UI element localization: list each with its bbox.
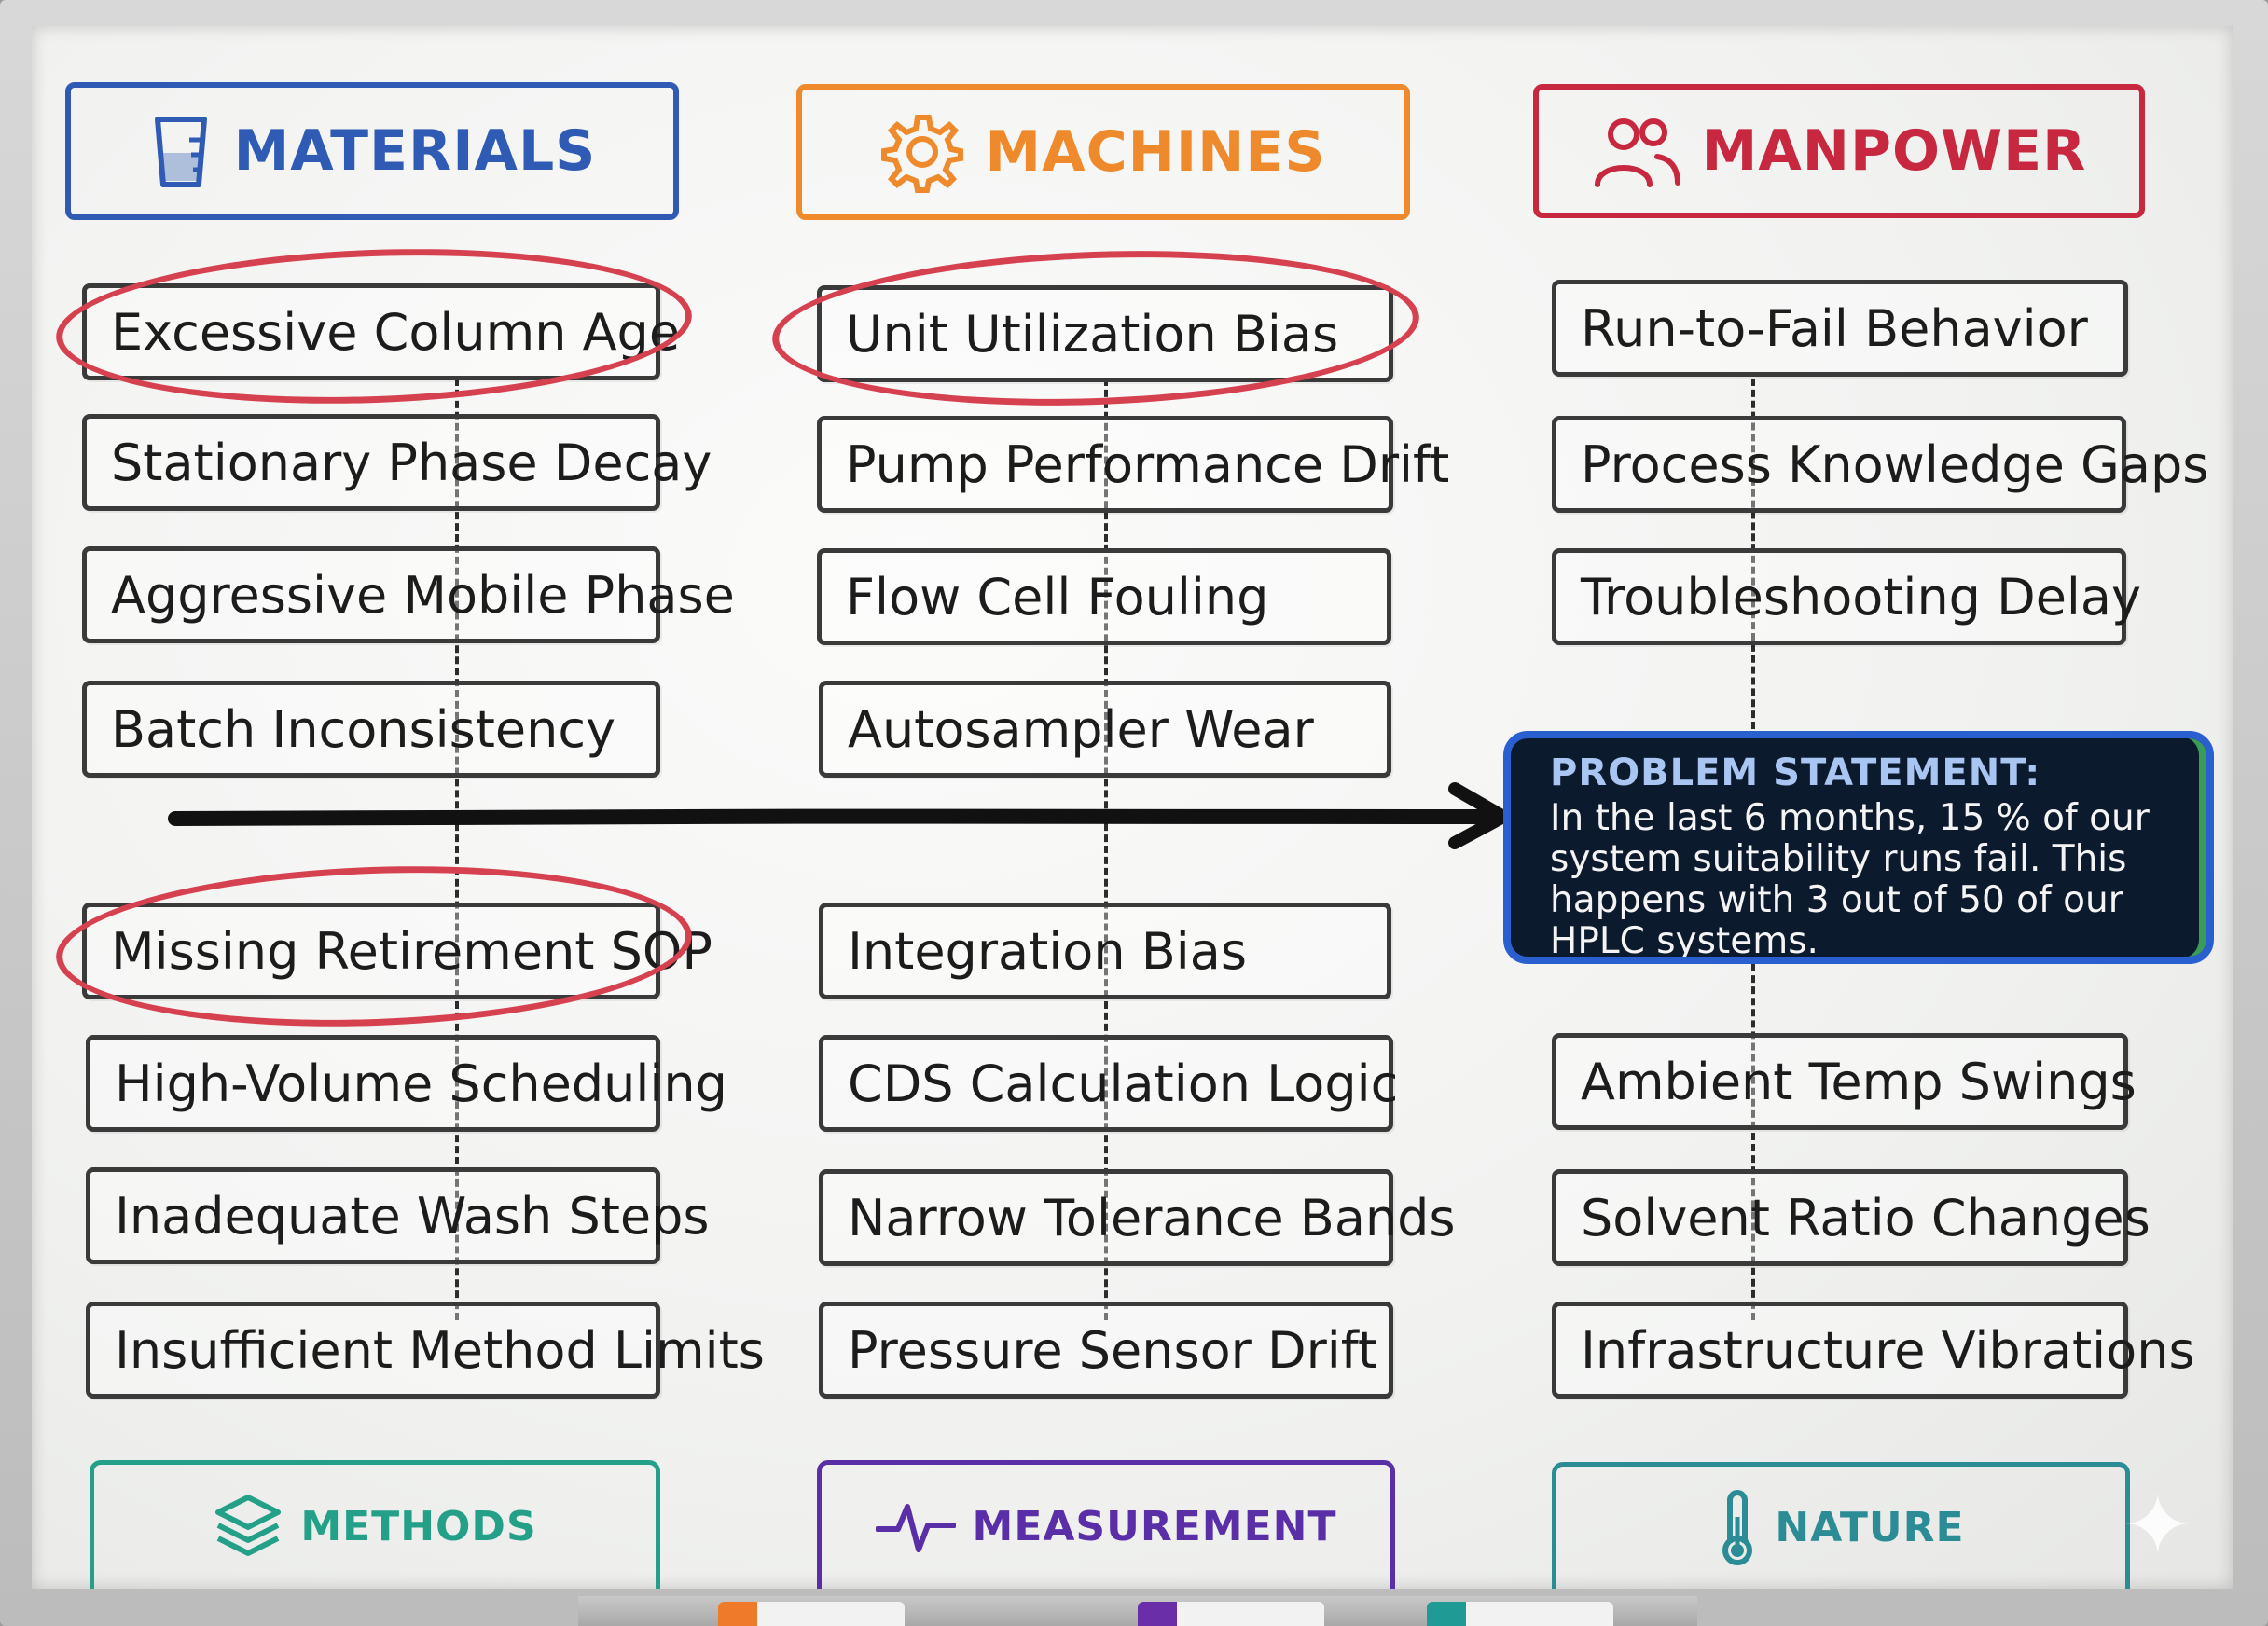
manpower-header: MANPOWER (1533, 84, 2145, 218)
cause-box-troubleshooting-delay: Troubleshooting Delay (1552, 548, 2141, 645)
sparkle-icon: ✦ (2123, 1477, 2193, 1575)
pulse-icon (875, 1503, 956, 1552)
cause-box-missing-retirement-sop: Missing Retirement SOP (82, 903, 712, 999)
problem-statement-box: PROBLEM STATEMENT: In the last 6 months,… (1503, 731, 2214, 964)
methods-label: METHODS (300, 1503, 537, 1550)
cause-box-insufficient-method-limits: Insufficient Method Limits (86, 1302, 765, 1399)
beaker-icon (154, 117, 207, 187)
gear-icon (881, 115, 964, 193)
cause-box-pump-performance-drift: Pump Performance Drift (817, 416, 1449, 513)
cause-box-flow-cell-fouling: Flow Cell Fouling (817, 548, 1391, 645)
teal-marker[interactable] (1427, 1602, 1613, 1626)
manpower-column-line (1751, 379, 1755, 729)
methods-footer: METHODS (90, 1460, 660, 1589)
problem-statement-text: In the last 6 months, 15 % of our system… (1550, 797, 2150, 962)
cause-box-narrow-tolerance-bands: Narrow Tolerance Bands (819, 1169, 1456, 1266)
machines-column-line (1104, 379, 1108, 1320)
cause-box-unit-utilization-bias: Unit Utilization Bias (817, 285, 1393, 382)
problem-statement-title: PROBLEM STATEMENT: (1550, 751, 2041, 794)
purple-marker[interactable] (1138, 1602, 1324, 1626)
measurement-label: MEASUREMENT (972, 1503, 1337, 1550)
machines-label: MACHINES (985, 119, 1326, 185)
cause-box-ambient-temp-swings: Ambient Temp Swings (1552, 1033, 2137, 1130)
orange-marker[interactable] (718, 1602, 905, 1626)
people-icon (1594, 118, 1680, 187)
materials-label: MATERIALS (233, 118, 597, 184)
nature-column-line (1751, 964, 1755, 1320)
materials-column-line (455, 379, 459, 1320)
cause-box-pressure-sensor-drift: Pressure Sensor Drift (819, 1302, 1393, 1399)
cause-box-excessive-column-age: Excessive Column Age (82, 283, 680, 380)
cause-box-cds-calculation-logic: CDS Calculation Logic (819, 1035, 1398, 1132)
cause-box-run-to-fail-behavior: Run-to-Fail Behavior (1552, 280, 2128, 377)
materials-header: MATERIALS (65, 82, 679, 220)
cause-box-solvent-ratio-changes: Solvent Ratio Changes (1552, 1169, 2150, 1266)
cause-box-process-knowledge-gaps: Process Knowledge Gaps (1552, 416, 2208, 513)
machines-header: MACHINES (796, 84, 1410, 220)
cause-box-batch-inconsistency: Batch Inconsistency (82, 681, 660, 778)
cause-box-infrastructure-vibrations: Infrastructure Vibrations (1552, 1302, 2195, 1399)
layers-icon (215, 1494, 282, 1556)
manpower-label: MANPOWER (1701, 118, 2087, 184)
cause-box-aggressive-mobile-phase: Aggressive Mobile Phase (82, 546, 735, 643)
cause-box-inadequate-wash-steps: Inadequate Wash Steps (86, 1167, 710, 1264)
cause-box-autosampler-wear: Autosampler Wear (819, 681, 1391, 778)
thermometer-icon (1722, 1489, 1753, 1565)
cause-box-integration-bias: Integration Bias (819, 903, 1391, 999)
cause-box-stationary-phase-decay: Stationary Phase Decay (82, 414, 712, 511)
nature-label: NATURE (1775, 1504, 1965, 1551)
measurement-footer: MEASUREMENT (817, 1460, 1395, 1589)
nature-footer: NATURE (1552, 1462, 2130, 1589)
cause-box-high-volume-scheduling: High-Volume Scheduling (86, 1035, 727, 1132)
